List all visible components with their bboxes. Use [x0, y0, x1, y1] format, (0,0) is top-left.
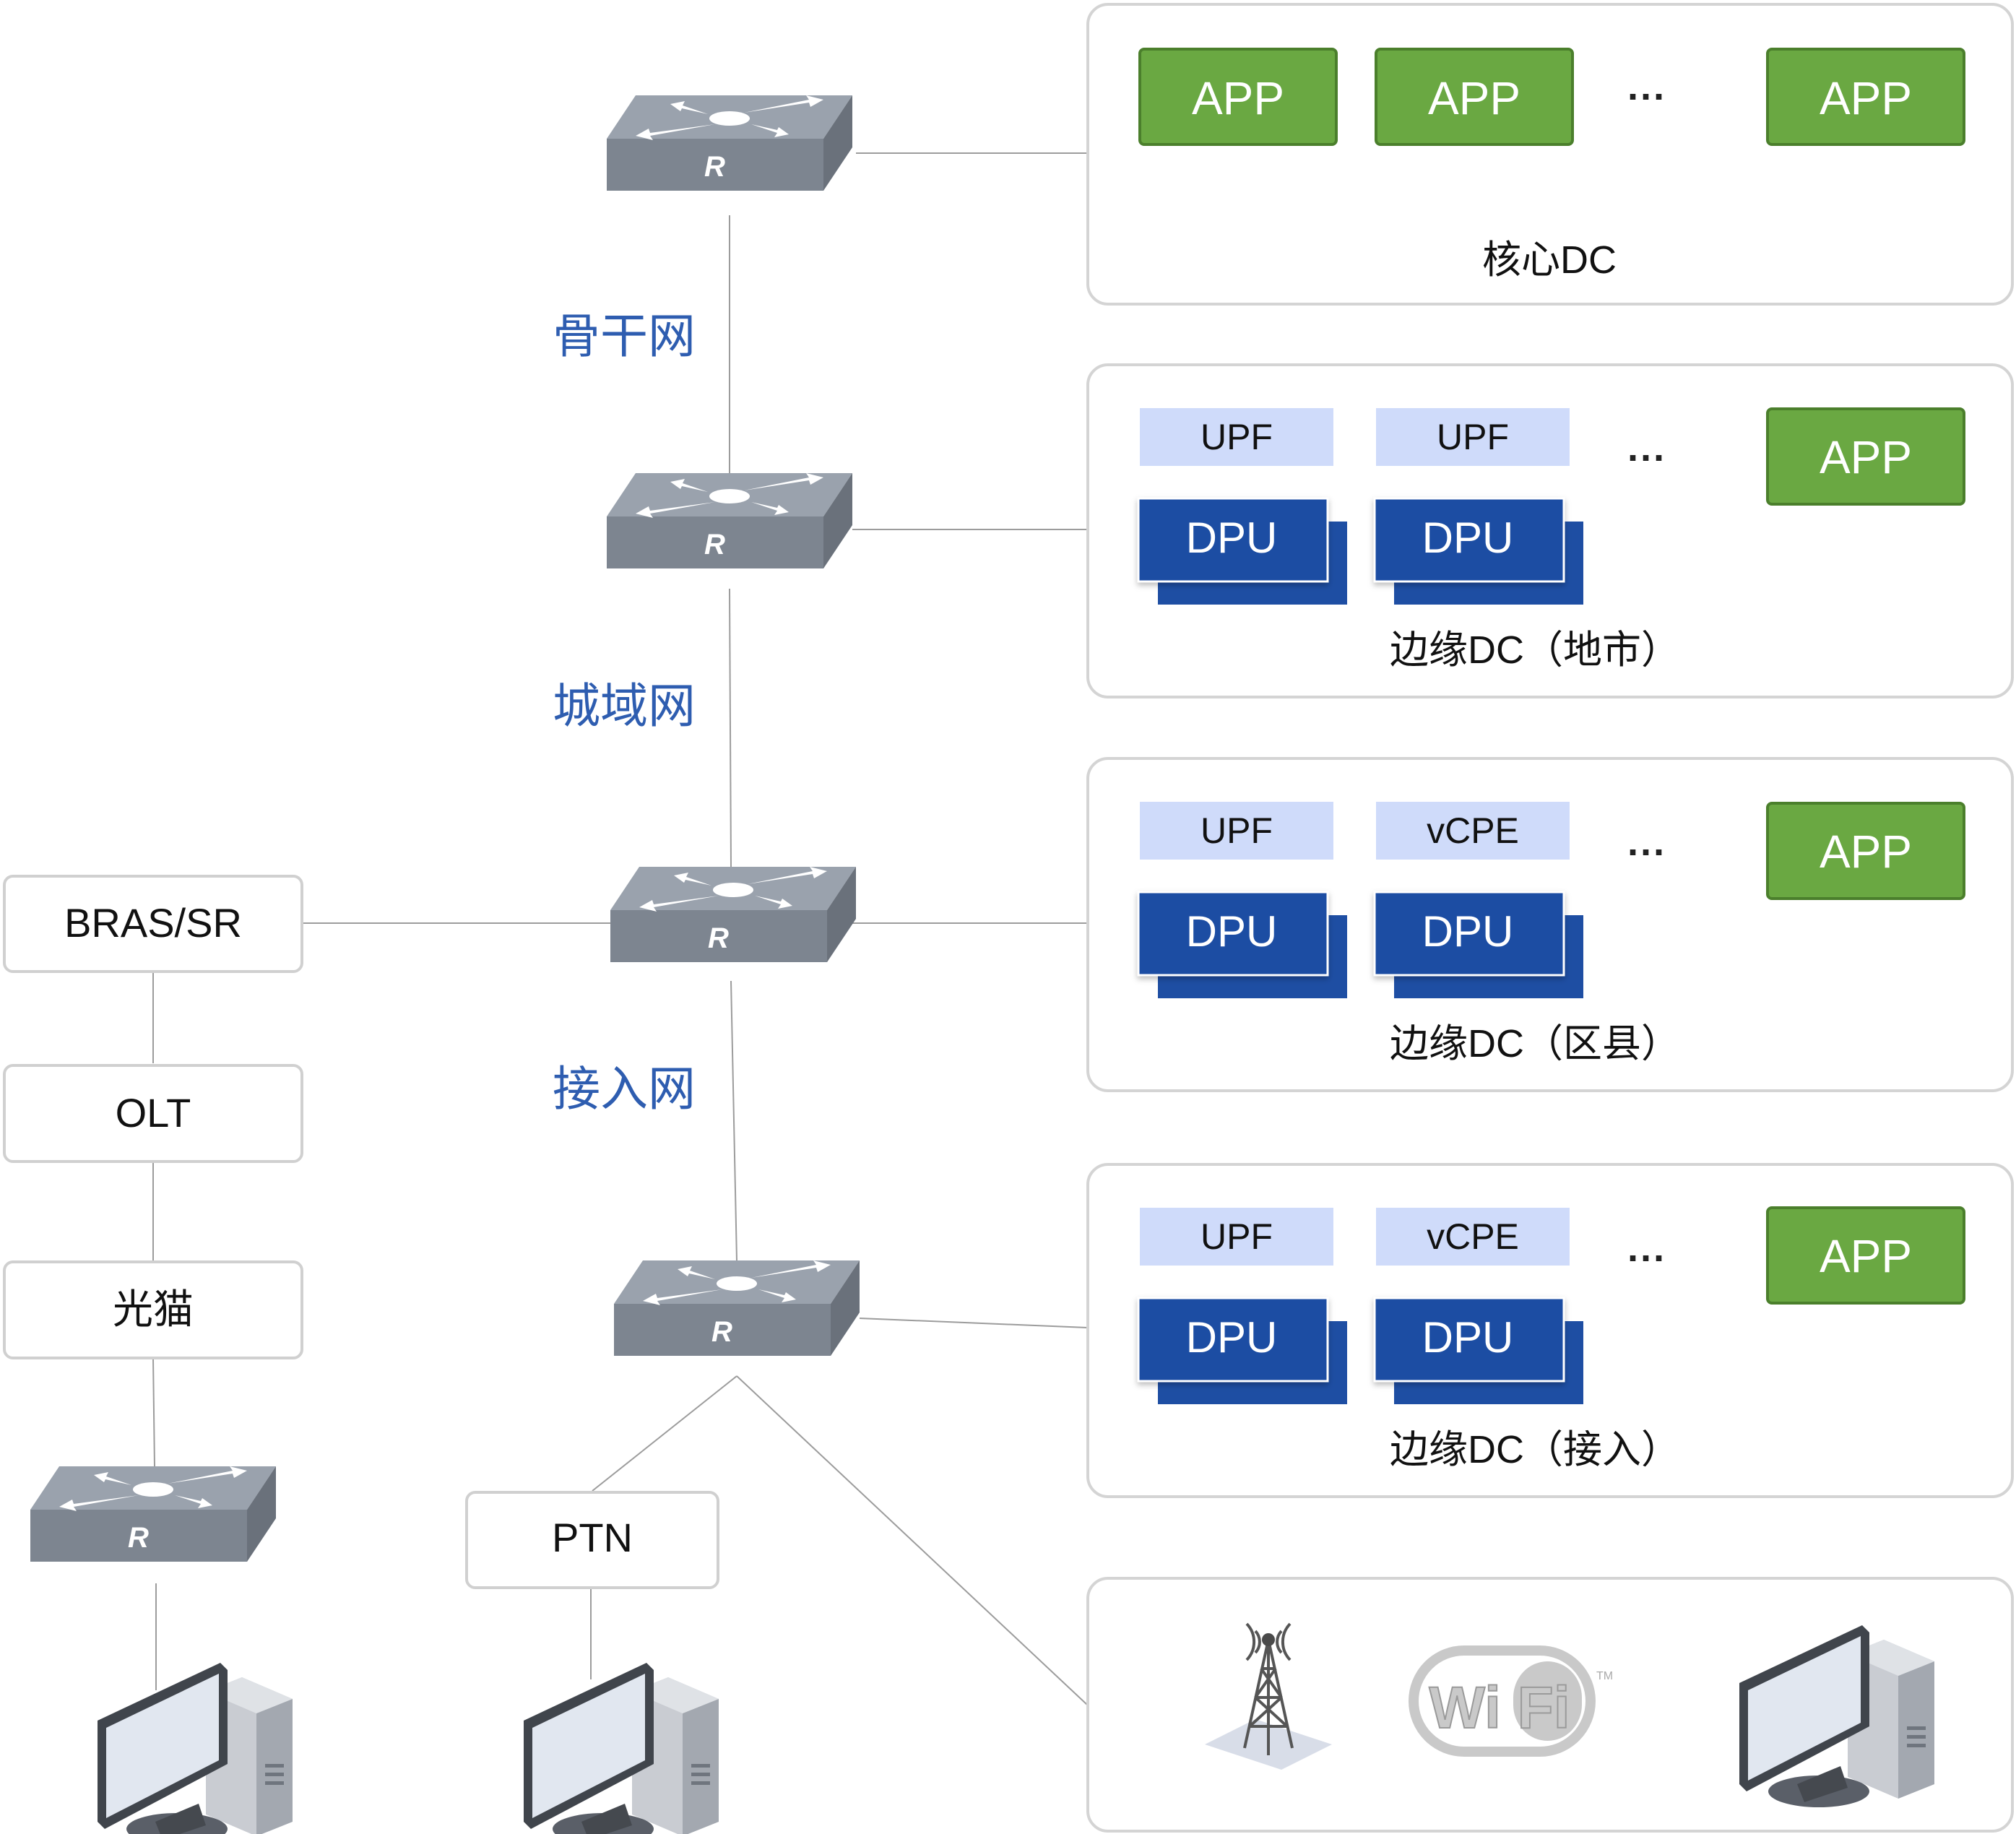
computer-home-icon: [98, 1663, 293, 1834]
edge-dc-city-vnf-2: [1376, 408, 1570, 466]
computer-ptn-icon: [524, 1663, 719, 1834]
svg-text:Wi Fi: Wi Fi: [1429, 1675, 1570, 1741]
edge-dc-county-caption: 边缘DC（区县）: [1390, 1022, 1680, 1065]
svg-text:APP: APP: [1428, 72, 1520, 124]
bras-box: [3, 875, 303, 973]
ptn-label: PTN: [552, 1515, 633, 1560]
svg-text:DPU: DPU: [1422, 907, 1514, 956]
edge-dc-county-vnf-2: [1376, 802, 1570, 860]
edge-dc-access-vnf-2: [1376, 1208, 1570, 1266]
router-home-icon: [30, 1466, 276, 1562]
core-dc-caption: 核心DC: [1482, 238, 1617, 282]
olt-box: [3, 1064, 303, 1163]
router-access-icon: [610, 867, 856, 962]
core-dc-app-1: APP: [1138, 48, 1338, 146]
ptn-box: [465, 1491, 719, 1589]
svg-text:APP: APP: [1820, 1230, 1912, 1282]
core-dc-ellipsis: ···: [1627, 75, 1666, 118]
edge-dc-access-dpu-1: DPU: [1137, 1297, 1347, 1404]
edge-dc-county-vnf-1: [1140, 802, 1333, 860]
svg-text:UPF: UPF: [1200, 1216, 1273, 1257]
edge-dc-city-dpu-1: DPU: [1137, 497, 1347, 605]
edge-dc-access-vnf-1: [1140, 1208, 1333, 1266]
svg-text:UPF: UPF: [1200, 810, 1273, 851]
metro-label: 城域网: [553, 679, 696, 732]
svg-text:vCPE: vCPE: [1427, 1216, 1519, 1257]
svg-text:DPU: DPU: [1422, 514, 1514, 562]
svg-text:UPF: UPF: [1437, 417, 1509, 457]
edge-dc-city-dpu-2: DPU: [1373, 497, 1583, 605]
wifi-logo-icon: Wi Fi TM: [1409, 1645, 1613, 1757]
backbone-label: 骨干网: [553, 309, 696, 363]
edge-dc-city-vnf-1: [1140, 408, 1333, 466]
core-dc-app-3: APP: [1766, 48, 1965, 146]
router-edge-icon: [614, 1260, 860, 1356]
edge-dc-city-caption: 边缘DC（地市）: [1390, 628, 1680, 672]
onu-box: [3, 1260, 303, 1359]
svg-text:DPU: DPU: [1186, 1313, 1278, 1362]
router-backbone-icon: [607, 95, 852, 191]
onu-label: 光猫: [113, 1286, 194, 1332]
edge-dc-county-dpu-1: DPU: [1137, 891, 1347, 998]
bras-label: BRAS/SR: [64, 900, 242, 946]
edge-dc-county-ellipsis: ···: [1627, 831, 1666, 874]
svg-text:UPF: UPF: [1200, 417, 1273, 457]
svg-text:TM: TM: [1596, 1670, 1613, 1682]
edge-dc-city-app: APP: [1766, 407, 1965, 506]
edge-dc-city-ellipsis: ···: [1627, 436, 1666, 480]
router-metro-icon: [607, 473, 852, 568]
access-label: 接入网: [553, 1062, 696, 1115]
svg-text:DPU: DPU: [1186, 514, 1278, 562]
svg-text:APP: APP: [1192, 72, 1284, 124]
svg-text:APP: APP: [1820, 826, 1912, 878]
cell-tower-icon: [1205, 1622, 1332, 1770]
svg-text:APP: APP: [1820, 72, 1912, 124]
core-dc-app-2: APP: [1375, 48, 1574, 146]
olt-label: OLT: [116, 1090, 191, 1136]
edge-dc-access-ellipsis: ···: [1627, 1237, 1666, 1280]
edge-dc-access-dpu-2: DPU: [1373, 1297, 1583, 1404]
svg-text:vCPE: vCPE: [1427, 810, 1519, 851]
edge-dc-county-app: APP: [1766, 802, 1965, 900]
connection-lines: [152, 152, 1088, 1705]
edge-dc-access-caption: 边缘DC（接入）: [1390, 1428, 1680, 1471]
svg-text:APP: APP: [1820, 431, 1912, 483]
svg-text:DPU: DPU: [1422, 1313, 1514, 1362]
edge-dc-county-dpu-2: DPU: [1373, 891, 1583, 998]
edge-dc-access-app: APP: [1766, 1206, 1965, 1305]
svg-text:DPU: DPU: [1186, 907, 1278, 956]
